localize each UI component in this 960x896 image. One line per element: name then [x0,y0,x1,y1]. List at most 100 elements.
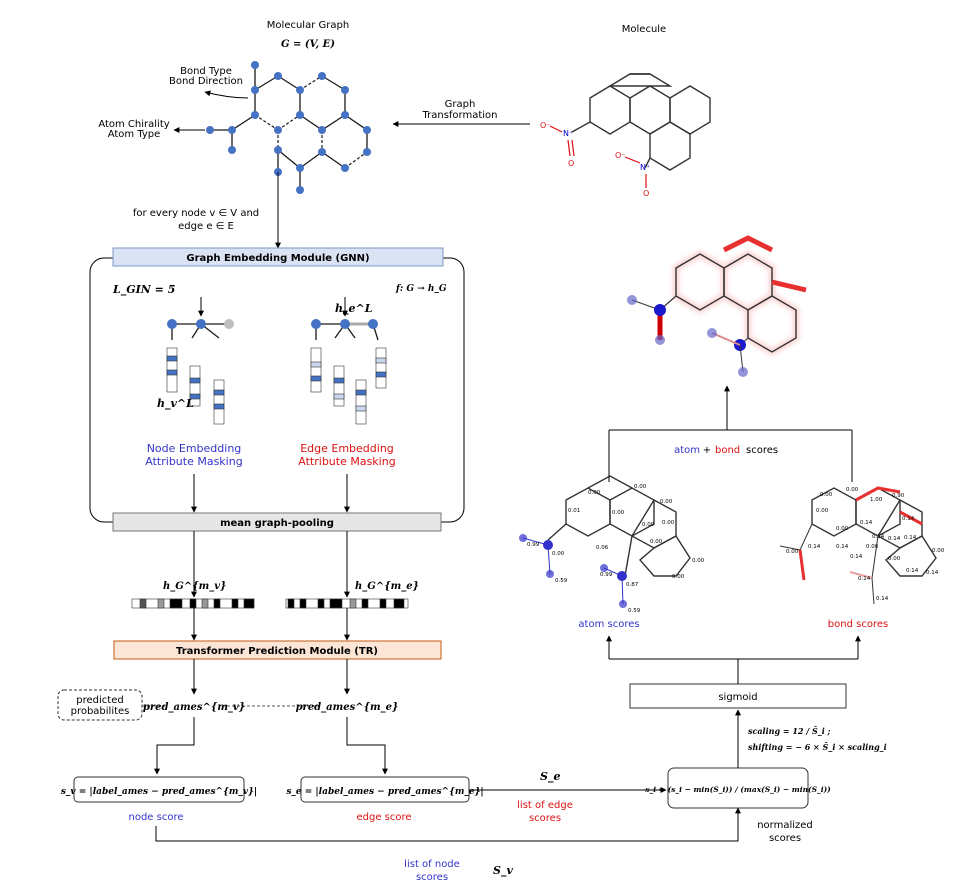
atom-chirality-label: Atom Chirality [98,119,169,130]
svg-text:0.00: 0.00 [816,508,829,514]
bond-scores-molecule [779,486,937,605]
n-plus-1: N⁺ [563,129,573,138]
atom-scores-label: atom scores [578,619,639,630]
bond-direction-label: Bond Direction [169,76,243,87]
pred-v-label: pred_ames^{m_v} [143,702,245,713]
svg-text:0.00: 0.00 [634,484,647,490]
molecular-graph [206,61,371,194]
h-e-label: h_e^L [335,302,373,316]
atom-bond-scores-label: atom + bond scores [674,445,778,456]
graph-transformation-line1: Graph [445,99,476,110]
graph-node [206,126,214,134]
normalize-formula: s_i = (s_i − min(S_i)) / (max(S_i) − min… [645,785,831,794]
normalized-line2: scores [769,833,801,844]
svg-text:0.14: 0.14 [860,520,873,526]
svg-text:0.01: 0.01 [568,508,580,514]
graph-formula: G = (V, E) [281,39,335,50]
svg-text:0.00: 0.00 [932,548,945,554]
sv-formula-box [73,776,245,803]
svg-text:0.00: 0.00 [888,556,901,562]
bond-annotation-arrow [204,90,249,99]
svg-text:0.00: 0.00 [692,558,705,564]
svg-text:0.00: 0.00 [820,492,833,498]
svg-text:0.90: 0.90 [892,493,905,499]
combined-highlight-molecule [627,235,807,377]
n-plus-2: N⁺ [640,163,650,172]
graph-node [318,148,326,156]
svg-text:0.14: 0.14 [902,516,915,522]
pooling-box [112,512,442,532]
se-formula: s_e = |label_ames − pred_ames^{m_e}| [286,787,483,797]
o-minus-1: O⁻ [540,121,551,130]
edge-score-label: edge score [356,812,411,823]
bond-score-values: 1.00 0.90 0.00 0.00 0.00 0.14 0.00 0.14 … [786,487,945,602]
graph-node [274,146,282,154]
svg-text:0.00: 0.00 [786,549,799,555]
pred-v-to-sv-arrow [154,717,195,775]
svg-text:0.14: 0.14 [836,544,849,550]
graph-node [251,86,259,94]
sigmoid-box [629,683,847,709]
o-1: O [568,159,574,168]
o-minus-2: O⁻ [615,151,626,160]
scaling-formula: scaling = 12 / S̄_i ; [748,726,831,736]
svg-text:0.00: 0.00 [552,551,565,557]
svg-text:0.00: 0.00 [672,574,685,580]
for-every-line2: edge e ∈ E [178,221,234,232]
svg-text:0.00: 0.00 [660,499,673,505]
graph-node [251,61,259,69]
svg-text:0.00: 0.00 [866,544,879,550]
pooling-label: mean graph-pooling [220,518,334,529]
svg-text:0.59: 0.59 [628,608,641,614]
svg-text:0.00: 0.00 [642,522,655,528]
shifting-formula: shifting = − 6 × S̄_i × scaling_i [748,742,887,752]
for-every-line1: for every node v ∈ V and [133,208,259,219]
graph-node [274,72,282,80]
list-node-line2: scores [416,872,448,883]
predicted-probabilities-box [57,689,143,721]
edge-embedding-tree [310,319,387,425]
predicted-line2: probabilites [71,706,130,717]
svg-text:1.00: 1.00 [870,497,883,503]
svg-text:0.14: 0.14 [808,544,821,550]
svg-text:0.00: 0.00 [846,487,859,493]
graph-node [318,72,326,80]
bond-type-label: Bond Type [180,66,232,77]
gnn-title-box [112,247,444,267]
svg-text:0.99: 0.99 [600,572,613,578]
graph-node [296,186,304,194]
svg-text:0.00: 0.00 [612,510,625,516]
graph-transformation-line2: Transformation [421,110,497,121]
graph-node [228,126,236,134]
node-embedding-line1: Node Embedding [147,442,242,455]
graph-node [251,111,259,119]
atom-score-values: 0.00 0.00 0.00 0.01 0.00 0.06 0.00 0.00 … [527,484,705,614]
graph-node [363,148,371,156]
graph-node [341,164,349,172]
svg-text:0.00: 0.00 [650,539,663,545]
bond-scores-label: bond scores [828,619,888,630]
normalized-line1: normalized [757,820,813,831]
h-g-e-label: h_G^{m_e} [355,581,419,592]
atom-scores-molecule [519,475,691,608]
edge-embedding-line1: Edge Embedding [300,442,394,455]
sv-formula: s_v = |label_ames − pred_ames^{m_v}| [61,787,257,797]
graph-node [318,126,326,134]
h-g-v-label: h_G^{m_v} [163,581,226,592]
transformer-title: Transformer Prediction Module (TR) [176,646,378,657]
node-embedding-line2: Attribute Masking [145,455,242,468]
node-score-label: node score [128,812,183,823]
svg-text:0.14: 0.14 [904,535,917,541]
graph-node [341,86,349,94]
molecule-title: Molecule [622,24,666,35]
molecular-graph-title: Molecular Graph [267,20,349,31]
s-v-symbol: S_v [493,864,513,878]
graph-node [341,111,349,119]
f-map-label: f: G → h_G [395,284,447,294]
svg-text:0.14: 0.14 [872,534,885,540]
graph-node [296,111,304,119]
svg-text:0.14: 0.14 [850,554,863,560]
graph-node [274,126,282,134]
o-2: O [643,189,649,198]
svg-text:0.00: 0.00 [588,490,601,496]
